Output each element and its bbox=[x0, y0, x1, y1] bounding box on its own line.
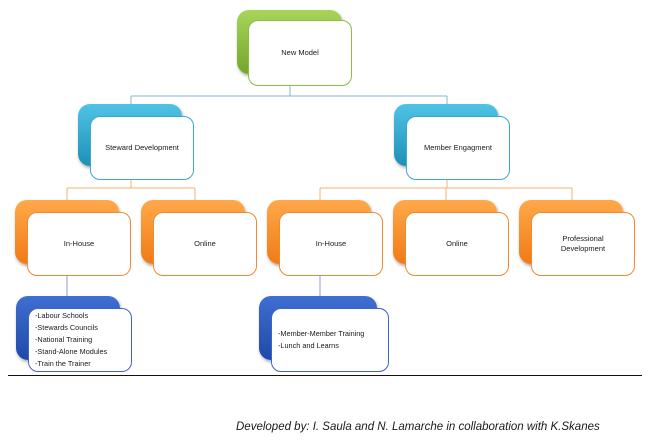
credit-text: Developed by: I. Saula and N. Lamarche i… bbox=[236, 421, 600, 433]
list-item: -National Training bbox=[35, 335, 93, 344]
member-inhouse-label: In-House bbox=[315, 238, 347, 248]
root-node-label: New Model bbox=[281, 47, 319, 57]
member-inhouse-items: -Member-Member Training -Lunch and Learn… bbox=[278, 328, 364, 352]
member-online-card: Online bbox=[405, 212, 509, 276]
professional-development-label: Professional Development bbox=[560, 233, 606, 253]
list-item: -Train the Trainer bbox=[35, 359, 91, 368]
list-item: -Stewards Councils bbox=[35, 323, 98, 332]
steward-inhouse-list-card: -Labour Schools -Stewards Councils -Nati… bbox=[28, 308, 132, 372]
steward-inhouse-card: In-House bbox=[27, 212, 131, 276]
steward-online-card: Online bbox=[153, 212, 257, 276]
steward-inhouse-label: In-House bbox=[63, 238, 95, 248]
member-engagement-card: Member Engagment bbox=[406, 116, 510, 180]
steward-inhouse-items: -Labour Schools -Stewards Councils -Nati… bbox=[35, 310, 107, 370]
member-inhouse-list-card: -Member-Member Training -Lunch and Learn… bbox=[271, 308, 389, 372]
root-node-card: New Model bbox=[248, 20, 352, 86]
member-engagement-label: Member Engagment bbox=[424, 142, 492, 152]
list-item: -Labour Schools bbox=[35, 311, 89, 320]
list-item: -Lunch and Learns bbox=[278, 341, 339, 350]
steward-online-label: Online bbox=[194, 238, 216, 248]
divider-line bbox=[8, 375, 642, 376]
steward-development-card: Steward Development bbox=[90, 116, 194, 180]
list-item: -Member-Member Training bbox=[278, 329, 365, 338]
professional-development-card: Professional Development bbox=[531, 212, 635, 276]
steward-development-label: Steward Development bbox=[105, 142, 179, 152]
member-online-label: Online bbox=[446, 238, 468, 248]
member-inhouse-card: In-House bbox=[279, 212, 383, 276]
list-item: -Stand-Alone Modules bbox=[35, 347, 108, 356]
